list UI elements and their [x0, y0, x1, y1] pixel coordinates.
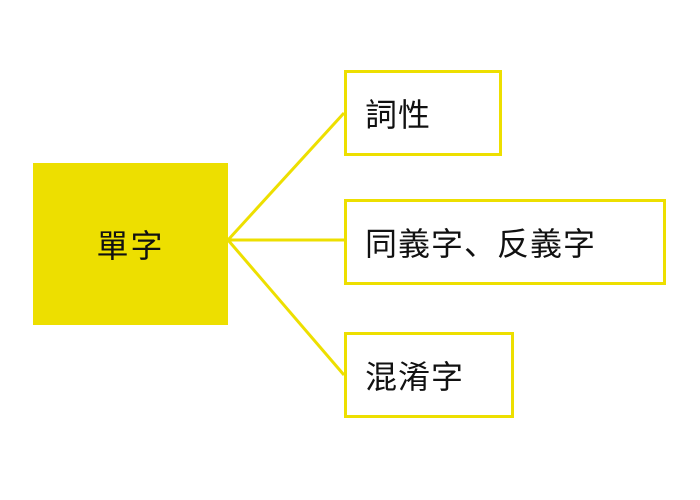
child-node-part-of-speech: 詞性 [344, 70, 502, 156]
child-node-synonyms-antonyms: 同義字、反義字 [344, 199, 666, 285]
child-node-label: 同義字、反義字 [365, 225, 597, 263]
root-node-label: 單字 [96, 227, 165, 265]
connector-to-confusing-words [226, 239, 346, 376]
child-node-confusing-words: 混淆字 [344, 332, 514, 418]
connector-to-part-of-speech [226, 111, 346, 242]
child-node-label: 詞性 [365, 96, 432, 134]
child-node-label: 混淆字 [365, 358, 465, 396]
root-node-vocabulary: 單字 [33, 163, 228, 325]
